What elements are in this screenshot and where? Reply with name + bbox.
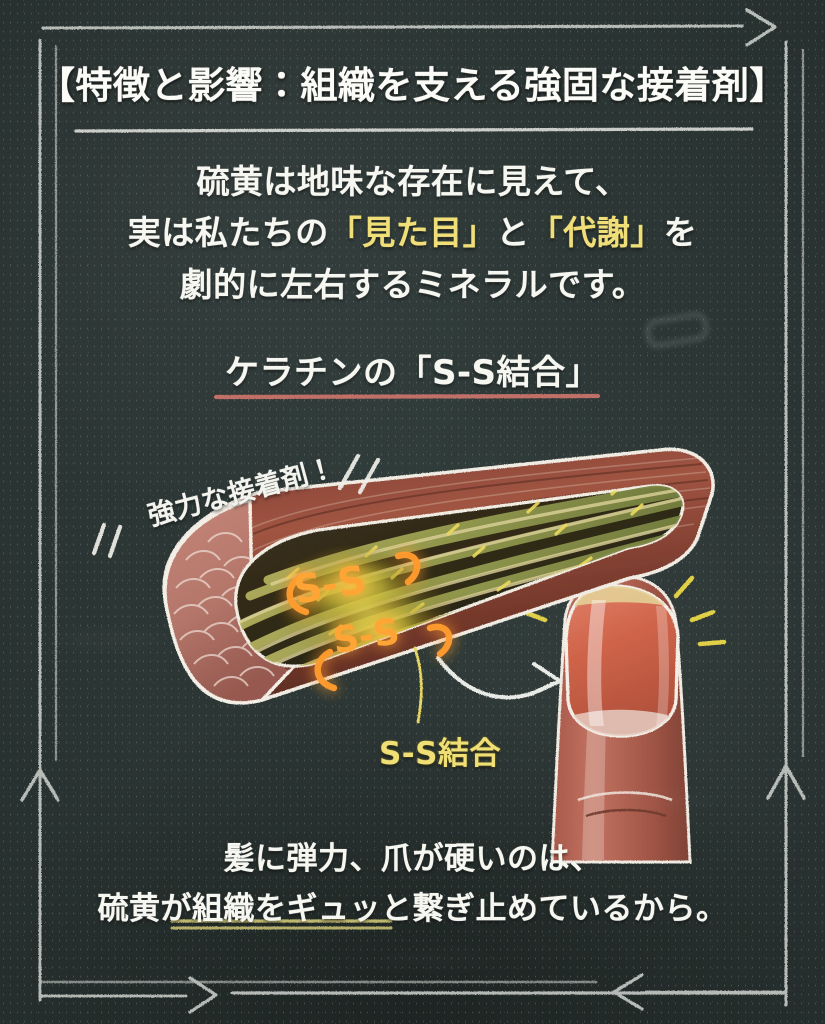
nail-highlight-2 [656,606,669,726]
intro-paragraph: 硫黄は地味な存在に見えて、 実は私たちの「見た目」と「代謝」を 劇的に左右するミ… [0,156,825,310]
curved-arrow-to-nail [436,656,562,700]
intro-line-2-b: と [496,213,530,253]
right-up-arrowhead [766,764,806,800]
bottom-left-arrowhead [188,976,218,1014]
intro-line-2: 実は私たちの「見た目」と「代謝」を [0,207,825,258]
ss-bond-text-2: S-S [330,611,402,662]
top-right-arrowhead [745,8,777,47]
intro-line-2-c: を [663,213,698,253]
callout-slash-left-1 [91,522,107,556]
nail-highlight [587,600,606,726]
callout-slash-right-1 [337,453,361,491]
bottom-right-arrowhead [612,973,644,1011]
title-underline [74,127,754,133]
knuckle-crease-2 [585,808,667,818]
left-up-arrowhead [20,768,60,802]
callout-slash-left-2 [107,524,123,559]
ss-label-leader-line [413,646,423,724]
intro-highlight-metabolism: 「代謝」 [529,213,664,253]
eraser-smudge [645,312,709,348]
intro-line-2-a: 実は私たちの [127,213,329,253]
callout-slash-right-2 [357,457,381,495]
intro-line-3: 劇的に左右するミネラルです。 [179,264,646,304]
page-title: 【特徴と影響：組織を支える強固な接着剤】 [38,64,787,107]
callout-slash-marks [91,453,381,559]
ss-bond-text-1: S-S [291,558,370,614]
section-heading: ケラチンの「S-S結合」 [224,353,601,393]
intro-line-1: 硫黄は地味な存在に見えて、 [196,162,629,201]
fingernail-illustration [521,574,727,864]
intro-highlight-appearance: 「見た目」 [328,213,497,253]
disulfide-bond-arcs [286,551,453,692]
section-underline [213,393,601,400]
knuckle-crease-1 [577,791,673,802]
frame-top-rule [41,24,744,30]
outro-line-2: 硫黄が組織をギュッと繋ぎ止めているから。 [97,890,728,927]
hair-shaft-illustration [162,447,715,705]
outro-line-1: 髪に弾力、爪が硬いのは、 [223,841,602,877]
nail-plate [564,584,680,738]
nail-lunula [566,709,678,736]
outro-paragraph: 髪に弾力、爪が硬いのは、 硫黄が組織をギュッと繋ぎ止めているから。 [0,835,825,934]
ss-bond-annotation: S-S結合 [378,736,502,772]
